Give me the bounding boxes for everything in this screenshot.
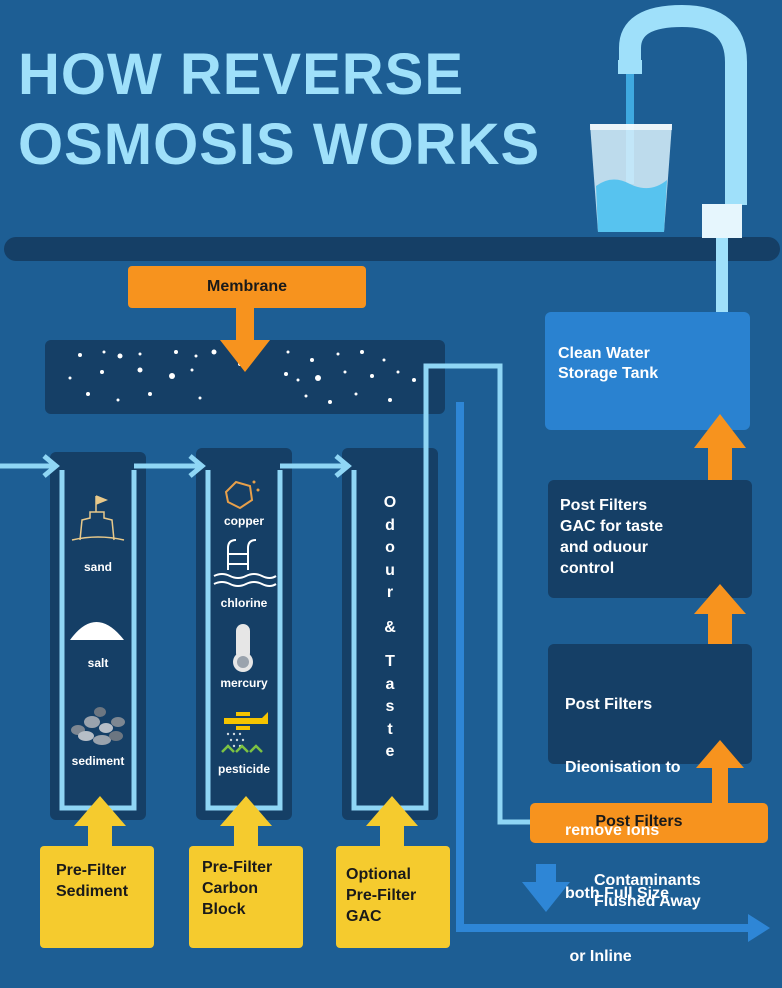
inlet-arrows [0, 454, 352, 478]
storage-tank-label: Clean Water Storage Tank [558, 345, 659, 382]
post-filters-bar-label: Post Filters [595, 813, 683, 830]
prefilter-carbon-label: Pre-Filter Carbon Block [202, 859, 273, 918]
pool-ladder-icon [213, 539, 277, 587]
sediment-rocks-icon [71, 707, 125, 745]
storage-tank-box [545, 312, 750, 430]
membrane-outlet-pipe [426, 363, 548, 825]
post-filter-deion-box [548, 644, 752, 764]
water-glass-icon [590, 124, 672, 232]
contaminant-label-chlorine: chlorine [220, 596, 268, 610]
contaminant-label-sand: sand [83, 560, 112, 574]
prefilter-gac-box [336, 846, 450, 948]
infographic: HOW REVERSE OSMOSIS WORKS Membrane Clean… [0, 5, 780, 965]
contaminant-label-mercury: mercury [220, 676, 268, 690]
page-title-line-2: OSMOSIS WORKS [18, 112, 541, 177]
copper-nugget-icon [224, 480, 260, 510]
post-filter-gac-label: Post Filters GAC for taste and oduour co… [560, 497, 664, 577]
membrane-label: Membrane [206, 278, 288, 295]
contaminant-label-pesticide: pesticide [217, 762, 271, 776]
prefilter-carbon-box [189, 846, 303, 948]
post-filter-gac-box [548, 480, 752, 598]
contaminant-label-sediment: sediment [71, 754, 125, 768]
diagram-artwork [0, 5, 780, 948]
salt-pile-icon [70, 622, 124, 640]
prefilter-sediment-box [40, 846, 154, 948]
contaminants-down-arrow [522, 864, 570, 912]
gac-column [342, 448, 438, 820]
membrane-chamber [45, 340, 445, 414]
thermometer-icon [233, 624, 253, 672]
counter-shelf [4, 237, 780, 261]
upward-flow-arrows [694, 414, 746, 803]
membrane-particles [68, 349, 416, 404]
contaminants-label: Contaminants Flushed Away [594, 872, 701, 910]
contaminant-label-salt: salt [87, 656, 109, 670]
odour-taste-vertical-label: O d o u r & T a s t e [383, 494, 397, 760]
sandcastle-icon [71, 495, 125, 541]
membrane-label-box [128, 266, 366, 308]
page-title-line-1: HOW REVERSE [18, 42, 465, 107]
flush-drain-pipe [456, 402, 760, 932]
prefilter-gac-label: Optional Pre-Filter GAC [346, 866, 417, 925]
crop-duster-icon [221, 712, 268, 753]
post-filters-bar [530, 803, 768, 843]
prefilter-up-arrows [74, 796, 418, 848]
flush-drain-arrow [748, 914, 770, 942]
membrane-down-arrow [220, 308, 270, 372]
contaminant-label-copper: copper [223, 514, 264, 528]
prefilter-sediment-label: Pre-Filter Sediment [56, 862, 129, 900]
